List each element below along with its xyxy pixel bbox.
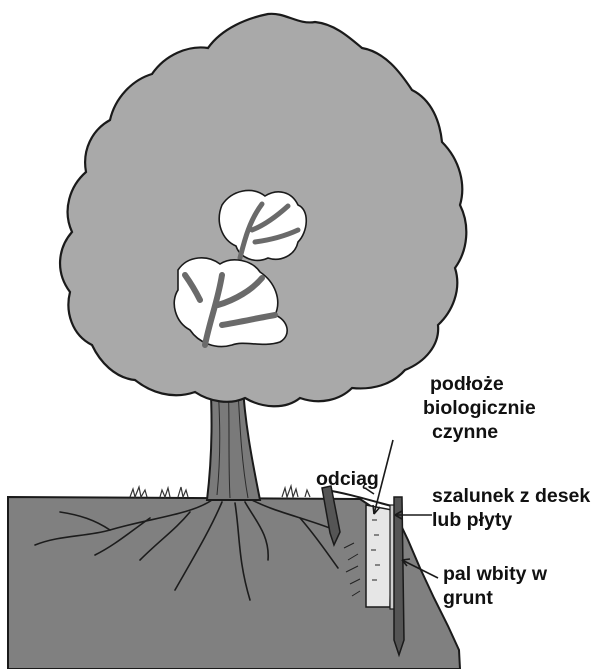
substrate-layer bbox=[366, 505, 392, 607]
label-guy-wire: odciąg bbox=[316, 468, 379, 490]
label-substrate-1: podłoże bbox=[430, 373, 504, 395]
label-formwork-2: lub płyty bbox=[432, 509, 512, 531]
driven-pile bbox=[394, 497, 404, 655]
label-formwork-1: szalunek z desek bbox=[432, 485, 590, 507]
label-pile-2: grunt bbox=[443, 587, 493, 609]
label-pile-1: pal wbity w bbox=[443, 563, 548, 585]
label-substrate-3: czynne bbox=[432, 421, 498, 443]
label-substrate-2: biologicznie bbox=[423, 397, 536, 419]
